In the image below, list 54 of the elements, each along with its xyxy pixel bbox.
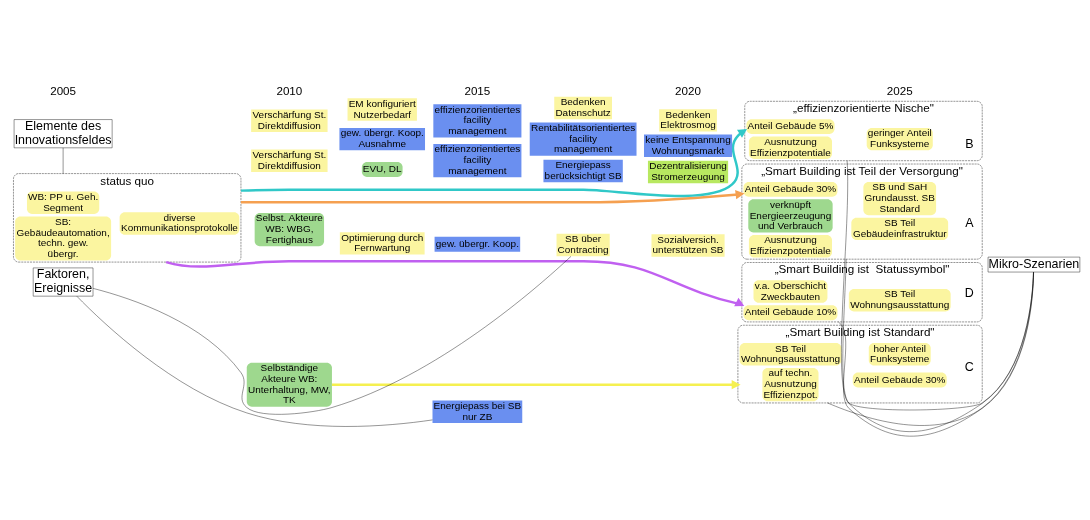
node-box: Elemente des Innovationsfeldes xyxy=(13,118,113,148)
node-label: C xyxy=(964,359,974,374)
node-box: gew. übergr. Koop. Ausnahme xyxy=(339,127,425,150)
node-box: EM konfiguriert Nutzerbedarf xyxy=(347,97,417,121)
node-box-text: effizienzorientiertes facility management xyxy=(433,143,522,177)
label: 2025 xyxy=(886,83,913,97)
node-box: Ausnutzung Effizienzpotentiale xyxy=(748,136,832,159)
node-box-text: SB Teil Wohnungsausstattung xyxy=(848,288,951,312)
node-box: Bedenken Datenschutz xyxy=(554,96,612,119)
node-box-text: SB Teil Wohnungsausstattung xyxy=(739,342,842,366)
node-box: Anteil Gebäude 10% xyxy=(743,304,838,320)
node-box: Dezentralisierung Stromerzeugung xyxy=(647,160,729,183)
label: 2010 xyxy=(276,83,303,97)
arrow xyxy=(331,379,741,389)
node-box: gew. übergr. Koop. xyxy=(434,236,521,252)
arrow xyxy=(240,189,745,204)
node-box: Sozialversich. unterstützen SB xyxy=(651,233,725,257)
node-box: SB und SaH Grundausst. SB Standard xyxy=(863,181,937,215)
node-box-text: Rentabilitätsorientiertes facility management xyxy=(529,121,637,156)
node-box: Anteil Gebäude 30% xyxy=(852,372,947,388)
label: 2015 xyxy=(464,83,491,97)
node-box-text: Optimierung durch Fernwartung xyxy=(339,231,425,255)
node-box: Verschärfung St. Direktdiffusion xyxy=(251,149,328,172)
node-box: verknüpft Energieerzeugung und Verbrauch xyxy=(748,198,833,233)
node-box-text: Energiepass berücksichtigt SB xyxy=(543,159,623,182)
node-box: Selbständige Akteure WB: Unterhaltung, MW, TK xyxy=(246,362,332,407)
node-box: keine Entspannung Wohnungsmarkt xyxy=(644,134,733,157)
node-box: Anteil Gebäude 5% xyxy=(746,118,835,134)
node-box-text: diverse Kommunikationsprotokolle xyxy=(119,211,240,235)
node-box-text: WB: PP u. Geh. Segment xyxy=(26,190,100,214)
node-label: B xyxy=(965,136,974,151)
node-box: Anteil Gebäude 30% xyxy=(743,181,838,197)
node-box: Mikro-Szenarien xyxy=(987,256,1081,272)
node-box-text: SB über Contracting xyxy=(556,233,610,256)
label: 2020 xyxy=(675,83,701,97)
node-box-text: Selbst. Akteure WB: WBG, Fertighaus xyxy=(254,212,325,246)
node-box: Verschärfung St. Direktdiffusion xyxy=(251,109,328,132)
node-box: SB: Gebäudeautomation, techn. gew. übergr. xyxy=(15,215,112,260)
node-box: EVU, DL xyxy=(361,161,403,177)
node-label: D xyxy=(964,285,974,300)
node-box-text: geringer Anteil Funksysteme xyxy=(866,127,933,150)
node-box-text: Ausnutzung Effizienzpotentiale xyxy=(748,234,832,257)
node-box: v.a. Oberschicht Zweckbauten xyxy=(753,279,828,303)
connector xyxy=(841,160,1034,432)
node-box: SB Teil Gebäudeinfrastruktur xyxy=(851,217,949,240)
node-label: A xyxy=(965,215,974,230)
node-box-text: effizienzorientiertes facility management xyxy=(433,103,522,137)
node-box: Faktoren, Ereignisse xyxy=(33,267,94,296)
node-box-text: auf techn. Ausnutzung Effizienzpot. xyxy=(762,367,819,401)
node-box-text: Bedenken Elektrosmog xyxy=(659,108,717,132)
arrow xyxy=(165,259,745,306)
node-box: Energiepass bei SB nur ZB xyxy=(432,399,523,423)
node-box-text: hoher Anteil Funksysteme xyxy=(868,342,931,366)
label: 2005 xyxy=(50,83,77,97)
